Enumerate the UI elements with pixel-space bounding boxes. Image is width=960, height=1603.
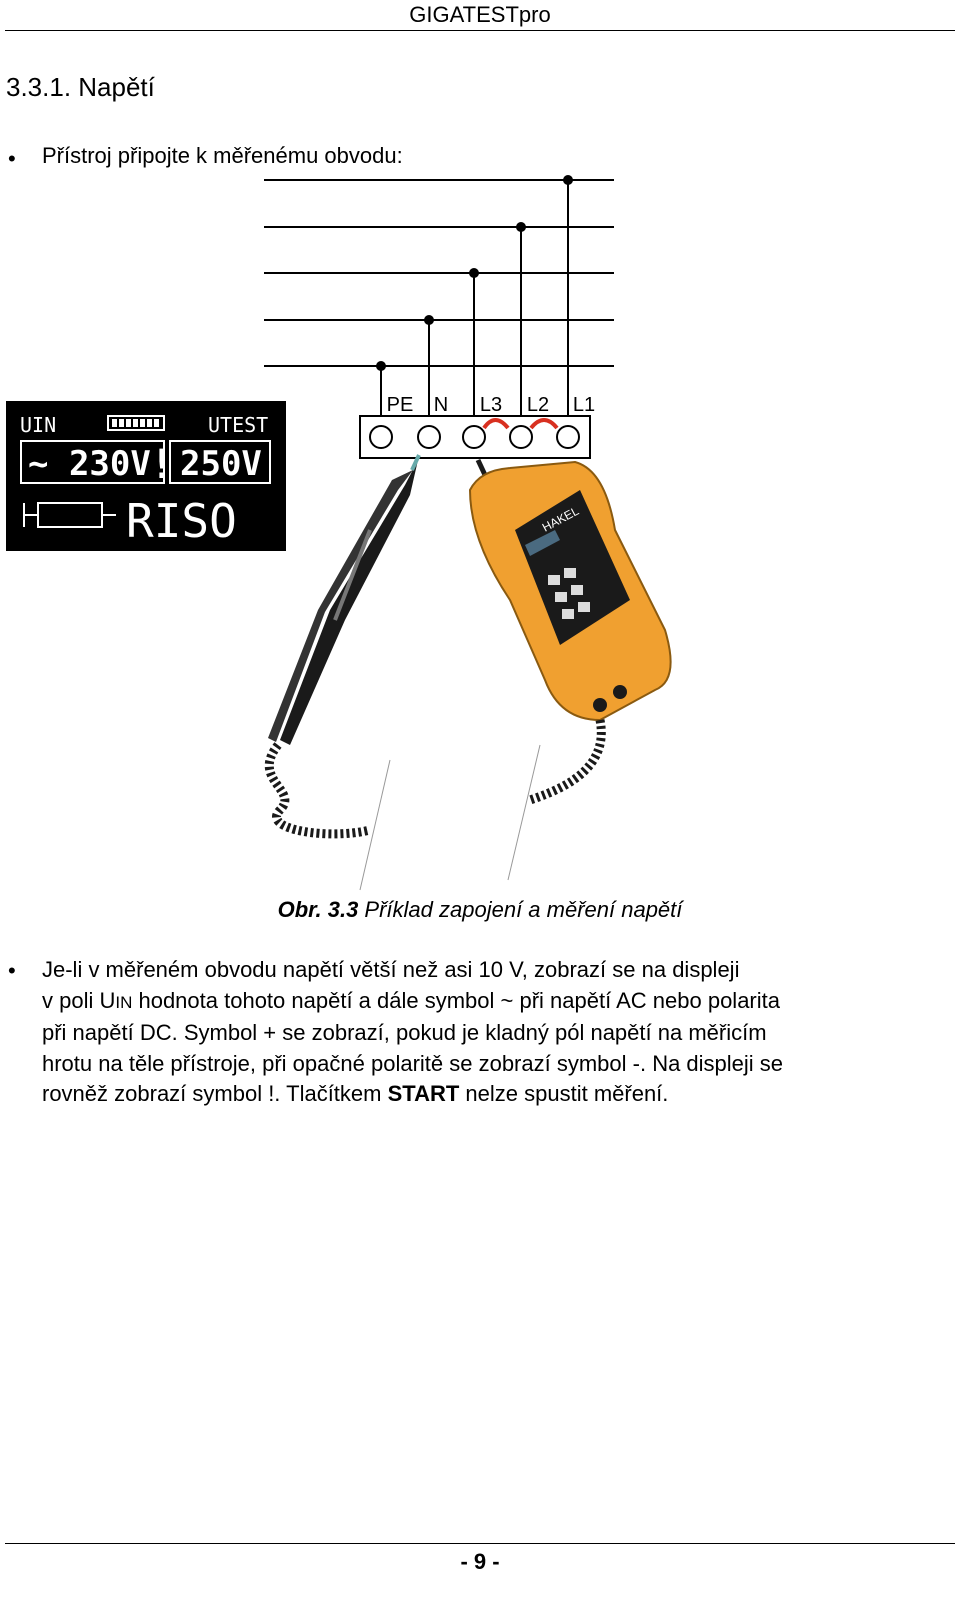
display-utest-value: 250V [180, 444, 262, 484]
start-keyword: START [387, 1081, 460, 1106]
terminal-label-l3: L3 [480, 394, 502, 416]
para-line-2-a: v poli U [42, 987, 116, 1013]
terminal-label-l1: L1 [573, 394, 595, 416]
display-uin-label: UIN [20, 413, 56, 437]
battery-icon [107, 415, 165, 431]
para-line-2-b: hodnota tohoto napětí a dále symbol ~ př… [132, 987, 780, 1013]
figure-caption: Obr. 3.3 Příklad zapojení a měření napět… [0, 897, 960, 923]
voltage-description: Je-li v měřeném obvodu napětí větší než … [42, 955, 942, 1110]
page-number: - 9 - [460, 1549, 500, 1574]
para-line-2: v poli UIN hodnota tohoto napětí a dále … [42, 986, 942, 1019]
terminal-sockets [369, 425, 580, 449]
connection-diagram: PE N L3 L2 L1 [6, 175, 672, 891]
lcd-display: UIN UTEST ~ 230V ! 250V RISO [6, 401, 286, 551]
bullet-icon: • [8, 958, 16, 983]
header-divider [5, 30, 955, 31]
caption-label: Obr. 3.3 [277, 897, 359, 922]
bullet-text-connect: Přístroj připojte k měřenému obvodu: [42, 143, 403, 168]
power-lines [264, 179, 614, 425]
bullet-icon: • [8, 146, 16, 171]
display-uin-value: ~ 230V [28, 444, 151, 484]
para-line-3: při napětí DC. Symbol + se zobrazí, poku… [42, 1020, 767, 1045]
page-header-title: GIGATESTpro [409, 2, 551, 27]
display-mode: RISO [126, 494, 237, 548]
footer-divider [5, 1543, 955, 1544]
para-line-1: Je-li v měřeném obvodu napětí větší než … [42, 957, 740, 982]
terminal-label-l2: L2 [527, 394, 549, 416]
caption-text: Příklad zapojení a měření napětí [358, 897, 683, 922]
para-line-5-a: rovněž zobrazí symbol !. Tlačítkem [42, 1081, 388, 1106]
black-probe [264, 454, 421, 891]
connection-figure: PE N L3 L2 L1 [0, 160, 960, 905]
spark-marks [482, 418, 559, 430]
terminal-label-pe: PE [387, 394, 414, 416]
para-line-5-b: nelze spustit měření. [459, 1081, 669, 1106]
junction-dots [376, 175, 573, 371]
para-line-2-sub: IN [115, 992, 133, 1012]
para-line-5: rovněž zobrazí symbol !. Tlačítkem START… [42, 1079, 942, 1110]
para-line-4: hrotu na těle přístroje, při opačné pola… [42, 1050, 784, 1076]
display-utest-label: UTEST [208, 413, 268, 437]
orange-probe: HAKEL [468, 458, 672, 881]
terminal-label-n: N [434, 394, 448, 416]
display-frames [20, 440, 271, 528]
section-heading: 3.3.1. Napětí [6, 72, 155, 102]
